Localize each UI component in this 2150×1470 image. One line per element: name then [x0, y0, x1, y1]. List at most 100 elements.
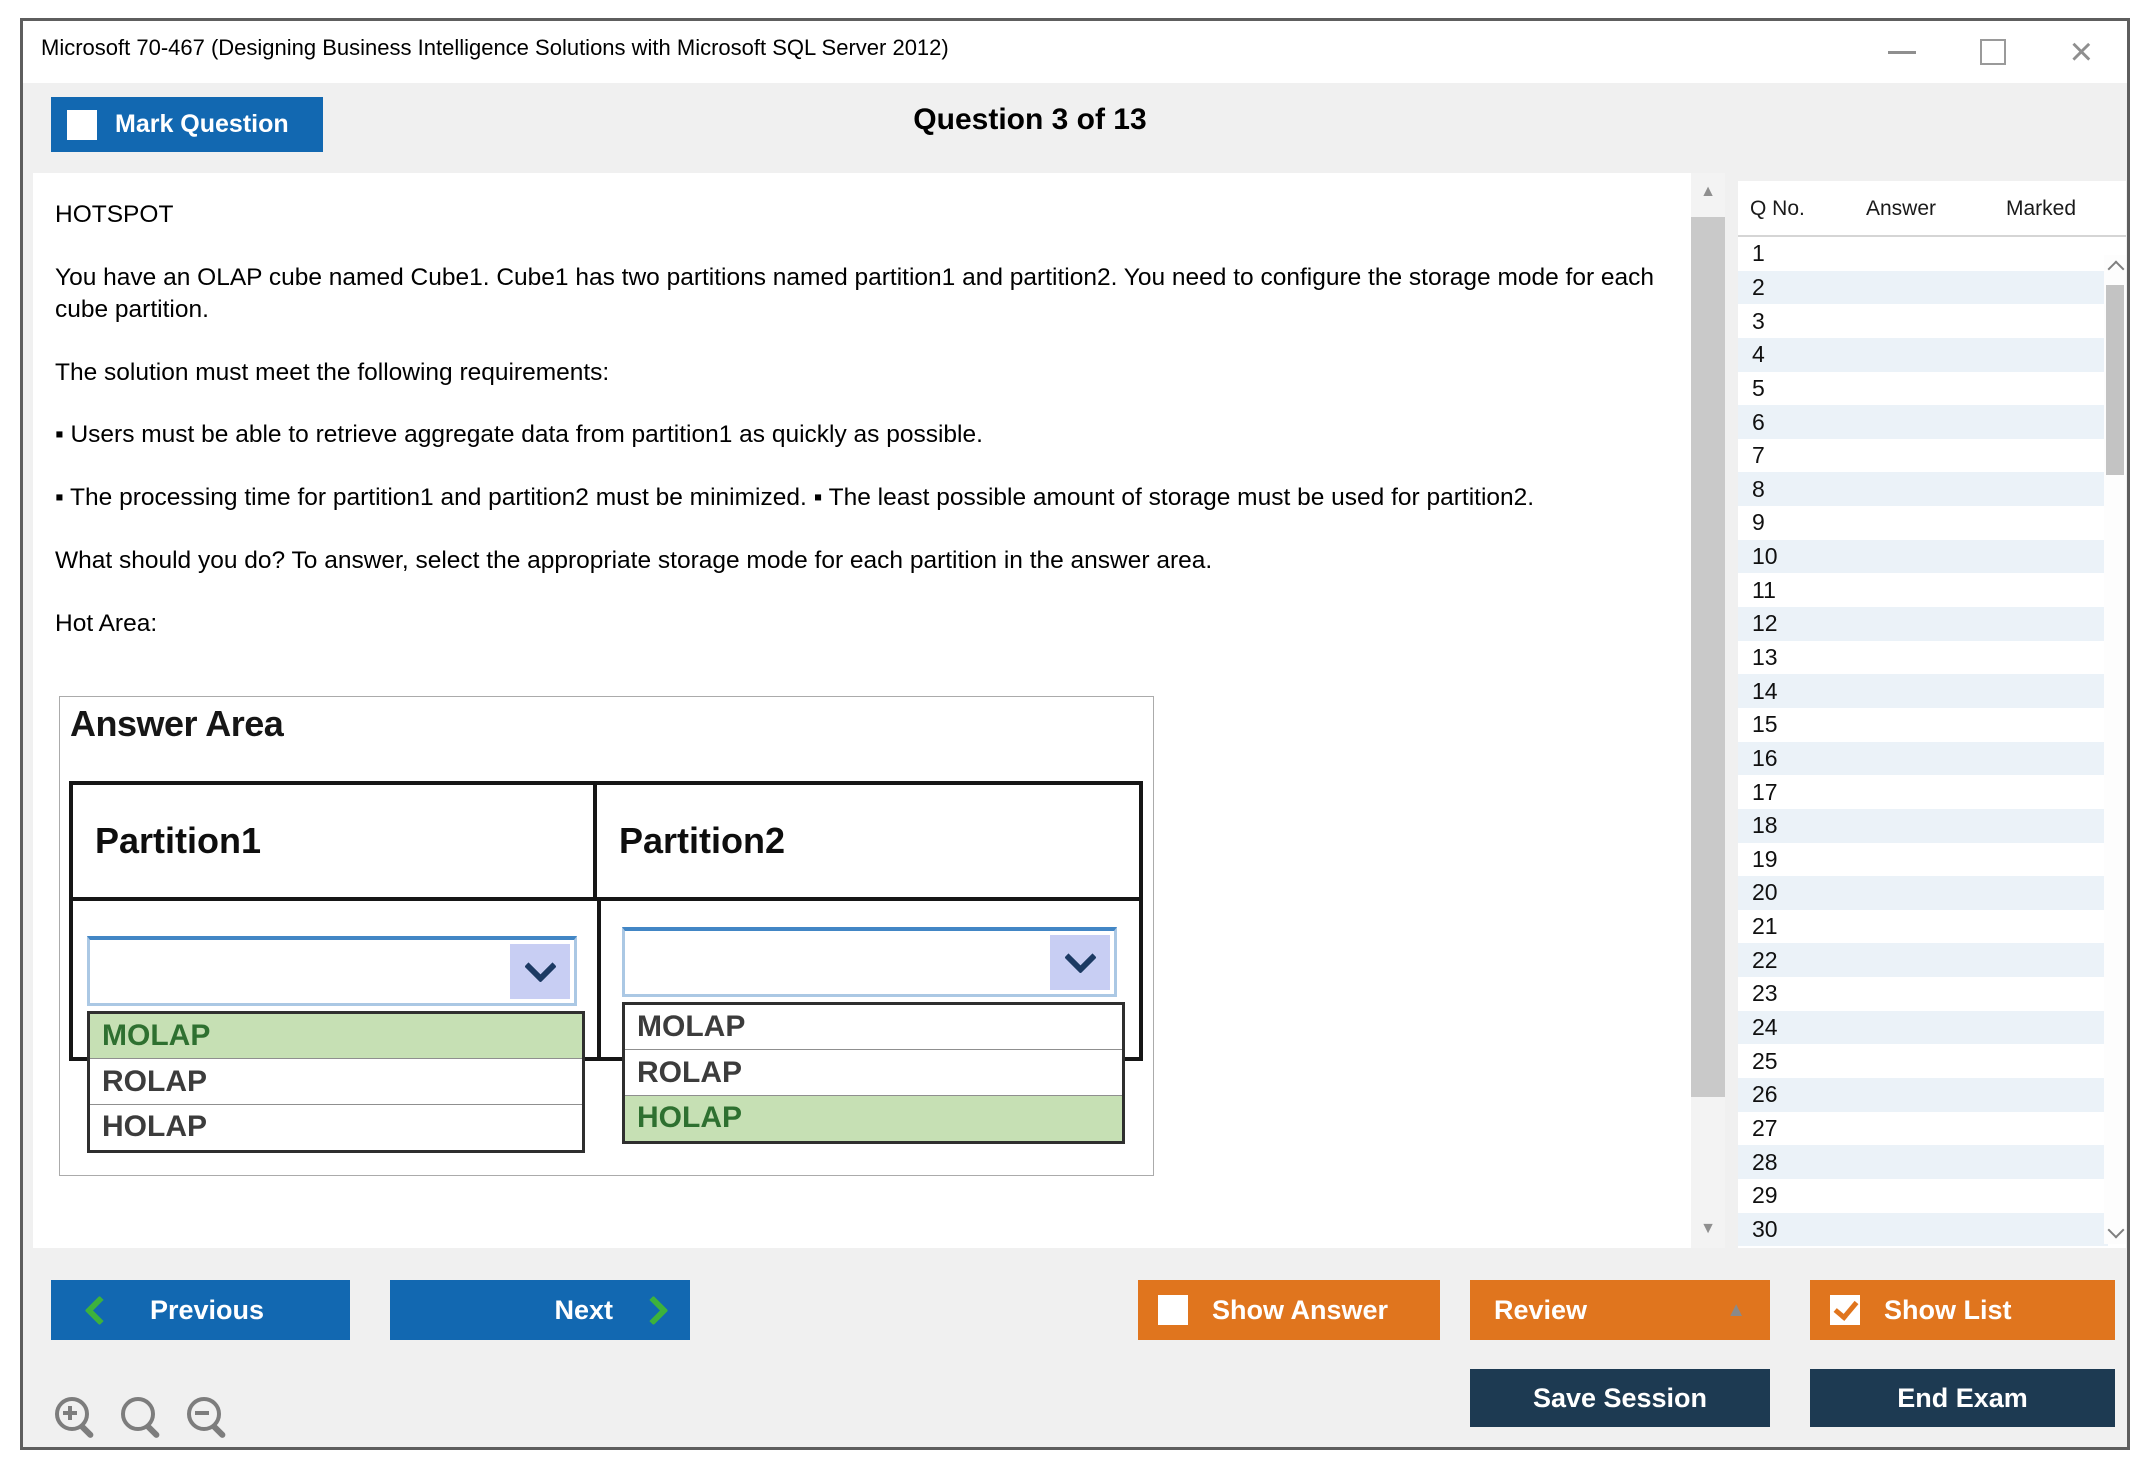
show-list-checkbox: [1830, 1295, 1860, 1325]
chevron-down-icon: [523, 950, 557, 984]
question-list-row[interactable]: 30: [1738, 1212, 2108, 1247]
handle-shape: [210, 1422, 227, 1440]
question-list-row[interactable]: 27: [1738, 1112, 2108, 1146]
question-paragraph: HOTSPOT: [55, 201, 174, 228]
previous-button[interactable]: Previous: [51, 1280, 350, 1340]
question-number: 14: [1752, 677, 1778, 704]
dropdown-option-rolap[interactable]: ROLAP: [625, 1049, 1122, 1096]
question-list-row[interactable]: 8: [1738, 472, 2108, 507]
app-window: Microsoft 70-467 (Designing Business Int…: [20, 18, 2130, 1450]
question-list-row[interactable]: 6: [1738, 405, 2108, 439]
answer-area-title: Answer Area: [70, 702, 284, 744]
window-title: Microsoft 70-467 (Designing Business Int…: [41, 35, 949, 60]
question-list-row[interactable]: 29: [1738, 1179, 2108, 1213]
question-paragraph: You have an OLAP cube named Cube1. Cube1…: [55, 263, 1655, 323]
question-list-row[interactable]: 16: [1738, 741, 2108, 776]
question-list-row[interactable]: 26: [1738, 1078, 2108, 1112]
question-list-row[interactable]: 7: [1738, 439, 2108, 473]
scroll-up-icon[interactable]: [2107, 260, 2125, 278]
zoom-in-icon[interactable]: [53, 1395, 99, 1441]
question-list-row[interactable]: 19: [1738, 843, 2108, 877]
title-bar: Microsoft 70-467 (Designing Business Int…: [23, 21, 2127, 83]
question-list-row[interactable]: 9: [1738, 506, 2108, 540]
question-list-row[interactable]: 18: [1738, 808, 2108, 843]
question-number: 9: [1752, 509, 1765, 536]
question-counter: Question 3 of 13: [913, 103, 1147, 136]
question-number: 7: [1752, 442, 1765, 469]
end-exam-label: End Exam: [1897, 1382, 2028, 1413]
scroll-down-icon[interactable]: [2107, 1221, 2125, 1239]
zoom-out-icon[interactable]: [185, 1395, 231, 1441]
question-list-row[interactable]: 25: [1738, 1044, 2108, 1078]
next-button[interactable]: Next: [390, 1280, 690, 1340]
save-session-button[interactable]: Save Session: [1470, 1369, 1770, 1427]
lens-shape: [187, 1397, 221, 1431]
question-list-row[interactable]: 21: [1738, 910, 2108, 944]
question-list-row[interactable]: 1: [1738, 237, 2108, 271]
question-number: 25: [1752, 1047, 1778, 1074]
question-number: 12: [1752, 610, 1778, 637]
question-list-row[interactable]: 10: [1738, 539, 2108, 574]
question-list-row[interactable]: 28: [1738, 1145, 2108, 1179]
end-exam-button[interactable]: End Exam: [1810, 1369, 2115, 1427]
question-number: 6: [1752, 408, 1765, 435]
show-answer-button[interactable]: Show Answer: [1138, 1280, 1440, 1340]
question-paragraph: ▪ Users must be able to retrieve aggrega…: [55, 421, 983, 449]
scroll-down-icon[interactable]: ▼: [1700, 1220, 1716, 1237]
question-list-row[interactable]: 23: [1738, 977, 2108, 1011]
show-list-button[interactable]: Show List: [1810, 1280, 2115, 1340]
mark-question-button[interactable]: Mark Question: [51, 97, 323, 152]
window-controls: ×: [1887, 21, 2093, 83]
dropdown-option-molap[interactable]: MOLAP: [90, 1013, 582, 1059]
dropdown-option-holap[interactable]: HOLAP: [625, 1095, 1122, 1141]
lens-shape: [121, 1397, 155, 1431]
question-number: 21: [1752, 913, 1778, 940]
question-list-row[interactable]: 14: [1738, 674, 2108, 708]
answer-area-header-row: Partition1 Partition2: [69, 780, 1143, 901]
partition1-dropdown-button[interactable]: [510, 943, 570, 999]
question-number: 17: [1752, 778, 1778, 805]
question-list-row[interactable]: 5: [1738, 372, 2108, 406]
chevron-right-icon: [638, 1295, 669, 1325]
question-number: 11: [1752, 576, 1776, 603]
close-icon[interactable]: ×: [2069, 30, 2093, 74]
question-list-row[interactable]: 20: [1738, 876, 2108, 910]
question-list-row[interactable]: 22: [1738, 943, 2108, 978]
mark-question-checkbox: [67, 109, 97, 140]
question-list-scrollbar-thumb[interactable]: [2106, 285, 2124, 475]
chevron-down-icon: [1063, 941, 1097, 975]
question-list-row[interactable]: 15: [1738, 708, 2108, 742]
partition2-dropdown-button[interactable]: [1050, 934, 1110, 990]
partition2-dropdown[interactable]: [622, 926, 1117, 997]
minimize-icon[interactable]: [1887, 50, 1916, 54]
question-text: HOTSPOT You have an OLAP cube named Cube1…: [55, 199, 1667, 640]
handle-shape: [144, 1422, 161, 1440]
partition1-header: Partition1: [73, 784, 597, 897]
zoom-reset-icon[interactable]: [119, 1395, 165, 1441]
main-scrollbar-thumb[interactable]: [1691, 217, 1725, 1097]
main-scrollbar[interactable]: ▲ ▼: [1691, 173, 1725, 1248]
question-list-header: Q No. Answer Marked: [1738, 181, 2126, 237]
question-list-row[interactable]: 24: [1738, 1010, 2108, 1045]
partition1-dropdown[interactable]: [87, 935, 577, 1006]
question-list-row[interactable]: 3: [1738, 304, 2108, 338]
question-number: 10: [1752, 543, 1778, 570]
show-answer-label: Show Answer: [1212, 1294, 1389, 1325]
question-list-row[interactable]: 12: [1738, 607, 2108, 641]
question-number: 18: [1752, 812, 1778, 839]
scroll-up-icon[interactable]: ▲: [1700, 183, 1716, 200]
maximize-icon[interactable]: [1979, 39, 2006, 65]
dropdown-option-rolap[interactable]: ROLAP: [90, 1058, 582, 1105]
question-list-row[interactable]: 4: [1738, 337, 2108, 372]
question-list-row[interactable]: 11: [1738, 573, 2108, 607]
question-paragraph: The solution must meet the following req…: [55, 358, 610, 386]
review-button[interactable]: Review ▲: [1470, 1280, 1770, 1340]
question-number: 29: [1752, 1182, 1778, 1209]
dropdown-option-molap[interactable]: MOLAP: [625, 1004, 1122, 1050]
question-list-scrollbar[interactable]: [2104, 255, 2126, 1244]
dropdown-option-holap[interactable]: HOLAP: [90, 1104, 582, 1150]
question-list-row[interactable]: 13: [1738, 641, 2108, 675]
question-list-row[interactable]: 2: [1738, 270, 2108, 305]
question-list-row[interactable]: 17: [1738, 775, 2108, 809]
